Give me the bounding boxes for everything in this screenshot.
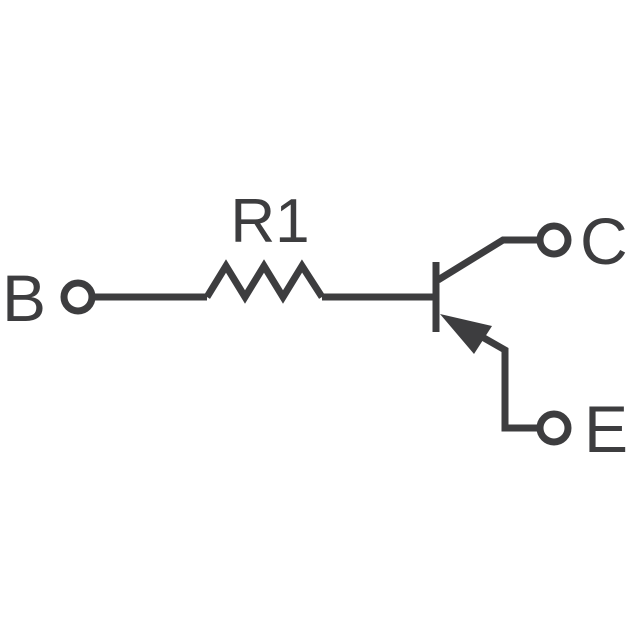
resistor-label: R1	[230, 187, 309, 256]
resistor-r1	[204, 259, 325, 304]
base-terminal	[60, 279, 96, 315]
emitter-arrow	[440, 314, 492, 354]
collector-label: C	[580, 204, 628, 278]
base-label: B	[2, 261, 46, 335]
emitter-label: E	[584, 392, 628, 466]
collector-terminal	[536, 222, 572, 258]
emitter-wire	[468, 326, 540, 432]
emitter-terminal	[536, 410, 572, 446]
collector-wire	[436, 236, 540, 283]
